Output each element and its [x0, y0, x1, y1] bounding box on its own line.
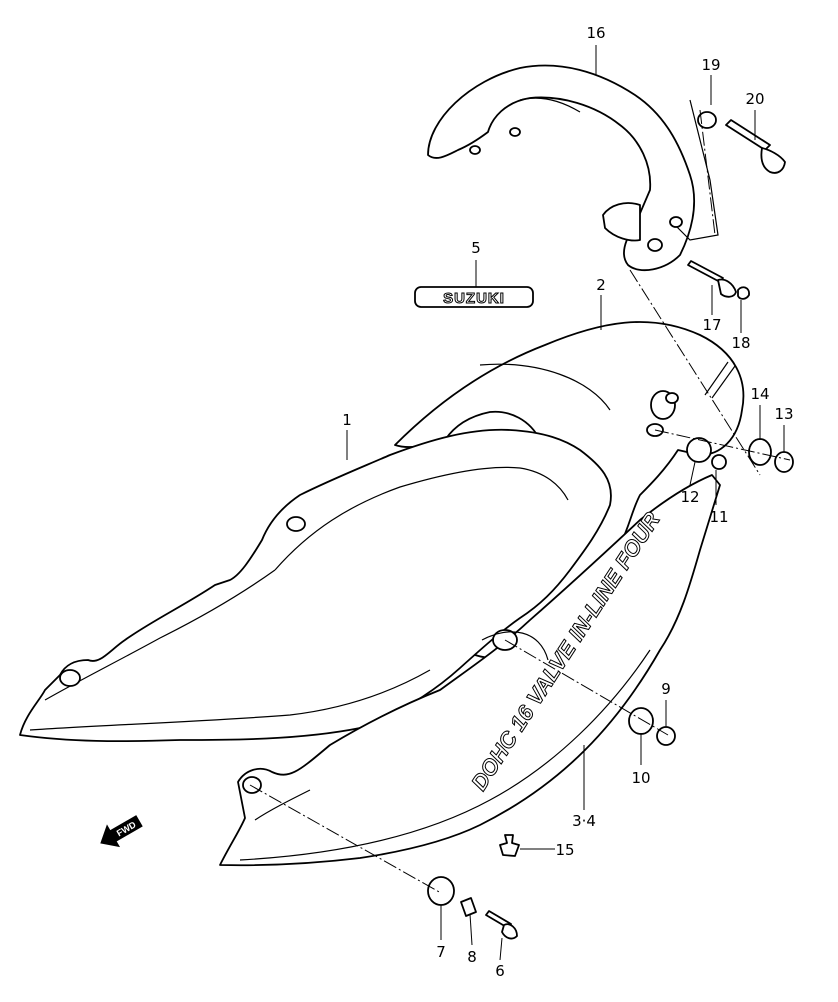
bolt-part-6	[485, 910, 518, 940]
emblem-text: SUZUKI	[443, 290, 505, 307]
callout-19: 19	[701, 56, 720, 74]
callout-3-4: 3·4	[572, 812, 596, 830]
leader-lines	[346, 45, 785, 961]
callout-13: 13	[774, 405, 793, 423]
callout-2: 2	[596, 276, 606, 294]
callout-17: 17	[702, 316, 721, 334]
clip-part-15	[499, 834, 520, 857]
grab-rail-part-16	[427, 64, 719, 272]
grommet-part-7	[427, 876, 455, 906]
callout-14: 14	[750, 385, 769, 403]
assembly-lines	[249, 109, 791, 894]
callout-7: 7	[436, 943, 446, 961]
forward-arrow-icon: FWD	[100, 815, 143, 848]
bolt-part-20	[725, 119, 786, 174]
callout-9: 9	[661, 680, 671, 698]
callout-5: 5	[471, 239, 481, 257]
callout-6: 6	[495, 962, 505, 980]
callout-16: 16	[586, 24, 605, 42]
callout-8: 8	[467, 948, 477, 966]
hardware-parts	[427, 111, 794, 940]
callout-10: 10	[631, 769, 650, 787]
emblem-part-5: SUZUKI	[414, 286, 534, 308]
collar-part-11	[711, 454, 727, 470]
clip-part-18	[737, 286, 750, 300]
callout-11: 11	[709, 508, 728, 526]
grommet-part-12	[686, 437, 712, 463]
collar-part-8	[460, 897, 477, 917]
collar-part-13	[774, 451, 794, 473]
callout-18: 18	[731, 334, 750, 352]
callout-20: 20	[745, 90, 764, 108]
callout-numbers: 16 19 20 5 2 17 18 14 13 1 12 11 9 10 3·…	[342, 24, 793, 980]
bolt-part-17	[687, 260, 737, 298]
grommet-part-10	[628, 707, 654, 735]
washer-part-19	[697, 111, 717, 129]
callout-12: 12	[680, 488, 699, 506]
callout-1: 1	[342, 411, 352, 429]
callout-15: 15	[555, 841, 574, 859]
